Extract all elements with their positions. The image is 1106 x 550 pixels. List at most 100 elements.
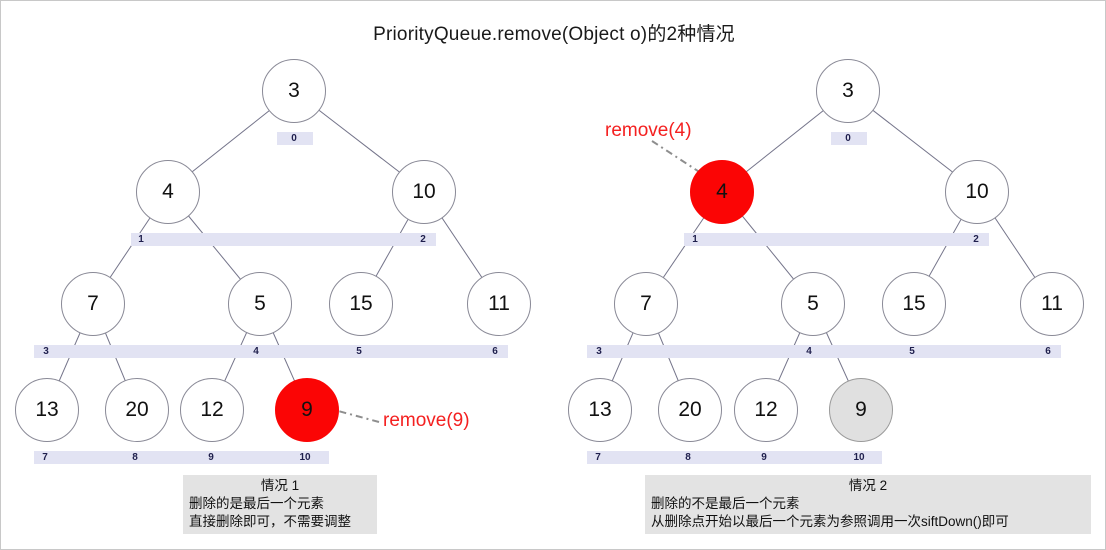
node-value: 5	[254, 292, 266, 315]
index-text: 8	[685, 452, 691, 463]
index-text: 0	[845, 133, 851, 144]
node-value: 15	[349, 292, 373, 315]
index-text: 4	[806, 346, 812, 357]
node-right-8[interactable]: 20	[658, 378, 722, 442]
index-right-1: 1	[682, 233, 708, 246]
index-right-2: 2	[963, 233, 989, 246]
node-left-0[interactable]: 3	[262, 59, 326, 123]
index-text: 7	[42, 452, 48, 463]
node-value: 12	[754, 398, 778, 421]
index-left-8: 8	[122, 451, 148, 464]
node-value: 10	[965, 180, 989, 203]
node-value: 10	[412, 180, 436, 203]
node-value: 11	[488, 292, 510, 315]
node-left-4[interactable]: 5	[228, 272, 292, 336]
index-left-1: 1	[128, 233, 154, 246]
node-left-10[interactable]: 9	[275, 378, 339, 442]
index-left-9: 9	[198, 451, 224, 464]
node-value: 4	[716, 180, 728, 203]
index-text: 6	[492, 346, 498, 357]
node-value: 20	[678, 398, 702, 421]
node-left-2[interactable]: 10	[392, 160, 456, 224]
caption-line-2: 从删除点开始以最后一个元素为参照调用一次siftDown()即可	[651, 514, 1009, 529]
index-left-6: 6	[482, 345, 508, 358]
caption-title: 情况 2	[848, 478, 888, 493]
caption-line-2: 直接删除即可，不需要调整	[189, 514, 351, 529]
node-value: 20	[125, 398, 149, 421]
node-value: 7	[87, 292, 99, 315]
index-text: 3	[596, 346, 602, 357]
node-right-1[interactable]: 4	[690, 160, 754, 224]
index-text: 3	[43, 346, 49, 357]
index-text: 6	[1045, 346, 1051, 357]
node-right-2[interactable]: 10	[945, 160, 1009, 224]
index-right-0: 0	[835, 132, 861, 145]
index-left-10: 10	[292, 451, 318, 464]
node-value: 11	[1041, 292, 1063, 315]
node-left-5[interactable]: 15	[329, 272, 393, 336]
node-left-7[interactable]: 13	[15, 378, 79, 442]
node-right-6[interactable]: 11	[1020, 272, 1084, 336]
node-left-8[interactable]: 20	[105, 378, 169, 442]
index-right-4: 4	[796, 345, 822, 358]
node-left-3[interactable]: 7	[61, 272, 125, 336]
node-right-10[interactable]: 9	[829, 378, 893, 442]
node-left-9[interactable]: 12	[180, 378, 244, 442]
node-value: 3	[288, 79, 300, 102]
index-text: 9	[208, 452, 214, 463]
index-text: 1	[138, 234, 144, 245]
node-value: 13	[588, 398, 612, 421]
index-band-right-l2	[587, 345, 1061, 358]
index-right-5: 5	[899, 345, 925, 358]
node-value: 9	[301, 398, 313, 421]
node-value: 12	[200, 398, 224, 421]
index-right-8: 8	[675, 451, 701, 464]
node-right-9[interactable]: 12	[734, 378, 798, 442]
node-right-5[interactable]: 15	[882, 272, 946, 336]
node-value: 13	[35, 398, 59, 421]
index-text: 2	[420, 234, 426, 245]
node-value: 9	[855, 398, 867, 421]
index-right-7: 7	[585, 451, 611, 464]
node-right-7[interactable]: 13	[568, 378, 632, 442]
node-value: 3	[842, 79, 854, 102]
index-band-right-l1	[684, 233, 989, 246]
caption-case-1: 情况 1 删除的是最后一个元素 直接删除即可，不需要调整	[183, 475, 377, 534]
caption-title: 情况 1	[260, 478, 300, 493]
index-text: 5	[356, 346, 362, 357]
index-band-left-l1	[131, 233, 436, 246]
node-value: 4	[162, 180, 174, 203]
index-left-3: 3	[33, 345, 59, 358]
caption-line-1: 删除的不是最后一个元素	[651, 496, 800, 511]
node-value: 15	[902, 292, 926, 315]
index-text: 0	[291, 133, 297, 144]
node-right-3[interactable]: 7	[614, 272, 678, 336]
index-text: 10	[299, 452, 311, 463]
index-text: 10	[853, 452, 865, 463]
index-text: 4	[253, 346, 259, 357]
index-band-left-l2	[34, 345, 508, 358]
caption-line-1: 删除的是最后一个元素	[189, 496, 324, 511]
node-left-6[interactable]: 11	[467, 272, 531, 336]
index-left-2: 2	[410, 233, 436, 246]
index-text: 1	[692, 234, 698, 245]
index-right-3: 3	[586, 345, 612, 358]
node-left-1[interactable]: 4	[136, 160, 200, 224]
index-text: 2	[973, 234, 979, 245]
index-text: 9	[761, 452, 767, 463]
index-right-6: 6	[1035, 345, 1061, 358]
index-band-left-l0	[277, 132, 313, 145]
page-title: PriorityQueue.remove(Object o)的2种情况	[373, 24, 735, 45]
index-band-right-l3	[587, 451, 882, 464]
index-left-0: 0	[281, 132, 307, 145]
index-text: 5	[909, 346, 915, 357]
caption-case-2: 情况 2 删除的不是最后一个元素 从删除点开始以最后一个元素为参照调用一次sif…	[645, 475, 1091, 534]
node-right-0[interactable]: 3	[816, 59, 880, 123]
index-right-9: 9	[751, 451, 777, 464]
annotation-remove-4: remove(4)	[605, 120, 692, 141]
index-left-7: 7	[32, 451, 58, 464]
node-right-4[interactable]: 5	[781, 272, 845, 336]
annotation-remove-9: remove(9)	[383, 410, 470, 431]
